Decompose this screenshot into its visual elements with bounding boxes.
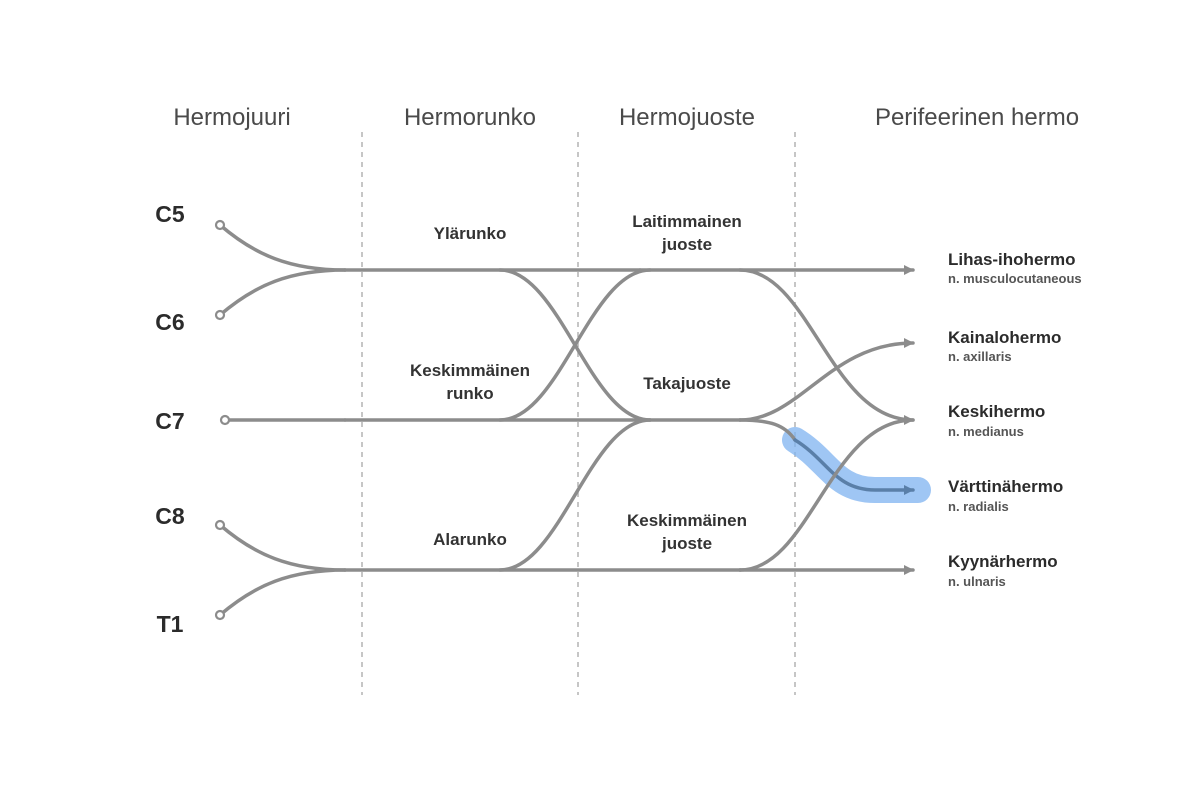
header-trunk: Hermorunko [404,104,536,131]
header-cord: Hermojuoste [619,104,755,131]
trunk-upper-label: Ylärunko [434,224,507,243]
cord-posterior-label: Takajuoste [643,374,731,393]
cord-lateral-label-line2: juoste [661,235,712,254]
nerve-ulnar-latin: n. ulnaris [948,574,1006,589]
nerve-median-latin: n. medianus [948,424,1024,439]
nerve-median-name: Keskihermo [948,402,1045,421]
root-c7-dot [219,414,231,426]
root-label-c6: C6 [155,309,184,335]
header-peripheral: Perifeerinen hermo [875,104,1079,131]
posterior-to-radial-start [738,418,797,442]
nerve-ulnar-name: Kyynärhermo [948,552,1058,571]
cord-medial-label-line1: Keskimmäinen [627,511,747,530]
header-root: Hermojuuri [173,104,290,131]
root-label-c5: C5 [155,201,185,227]
nerve-musculocutaneous-latin: n. musculocutaneous [948,271,1082,286]
medial-to-median [738,418,915,572]
root-c5-dot [214,219,226,231]
trunk-middle-label-line1: Keskimmäinen [410,361,530,380]
root-c8-dot [214,519,226,531]
lateral-to-median [738,268,915,425]
root-label-c8: C8 [155,503,185,529]
root-label-c7: C7 [155,408,184,434]
nerve-radial-name: Värttinähermo [948,477,1063,496]
lower-to-posterior [498,418,652,572]
root-c6-dot [214,309,226,321]
nerve-axillary-name: Kainalohermo [948,328,1061,347]
root-c8-branch [218,523,347,572]
nerve-musculocutaneous-name: Lihas-ihohermo [948,250,1076,269]
cord-lateral-label-line1: Laitimmainen [632,212,742,231]
trunk-middle-label-line2: runko [446,384,493,403]
root-label-t1: T1 [157,611,184,637]
cord-medial-label-line2: juoste [661,534,712,553]
nerve-axillary-latin: n. axillaris [948,349,1012,364]
root-c6-branch [218,268,347,317]
root-t1-branch [218,568,347,617]
nerve-radial-latin: n. radialis [948,499,1009,514]
middle-to-lateral [498,268,652,422]
root-c5-branch [218,223,347,272]
axillary-branch [738,338,915,422]
root-t1-dot [214,609,226,621]
trunk-lower-label: Alarunko [433,530,507,549]
